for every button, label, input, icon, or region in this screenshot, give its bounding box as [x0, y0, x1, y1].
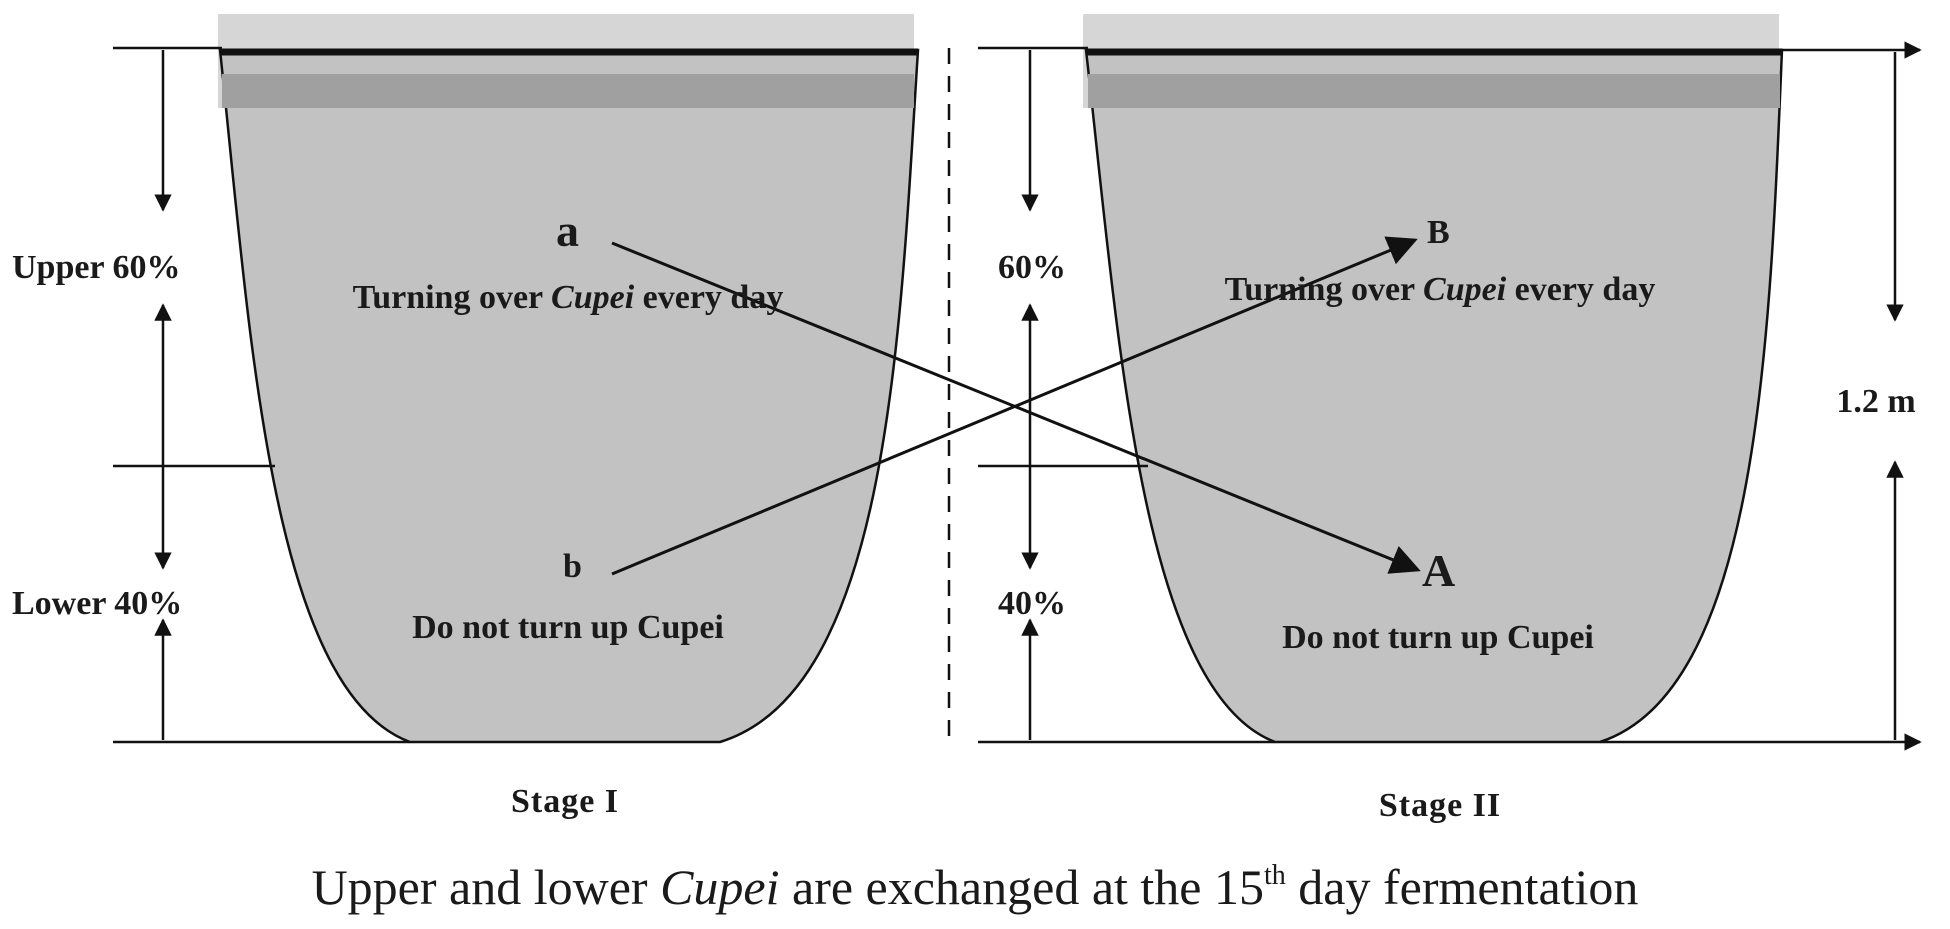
stage-1-lower-text: Do not turn up Cupei: [412, 609, 724, 646]
stage-1-top-band-dark: [222, 74, 914, 108]
stage-1-upper-label: Upper 60%: [12, 249, 180, 286]
stage-1-point-b: b: [563, 548, 582, 585]
stage-1-label: Stage I: [511, 783, 619, 820]
stage-1-point-a: a: [556, 205, 579, 256]
exchange-arrow-b-to-B: [611, 236, 1418, 576]
stage-2-point-A: A: [1422, 545, 1455, 596]
stage-2-label: Stage II: [1379, 787, 1501, 824]
figure-caption: Upper and lower Cupei are exchanged at t…: [312, 859, 1639, 915]
stage-2-upper-label: 60%: [998, 249, 1066, 286]
stage-1-upper-text: Turning over Cupei every day: [353, 279, 784, 316]
stage-1-pit-body: [218, 48, 920, 744]
stage-2-pit: [1083, 14, 1784, 744]
stage-1-lower-label: Lower 40%: [12, 585, 182, 622]
stage-2-upper-text: Turning over Cupei every day: [1225, 271, 1656, 308]
stage-2-lower-label: 40%: [998, 585, 1066, 622]
stage-1-pit: [218, 14, 920, 744]
stage-2-top-band-dark: [1088, 74, 1780, 108]
height-label: 1.2 m: [1836, 383, 1915, 420]
stage-2-lower-text: Do not turn up Cupei: [1282, 619, 1594, 656]
stage-2-point-B: B: [1427, 214, 1450, 251]
